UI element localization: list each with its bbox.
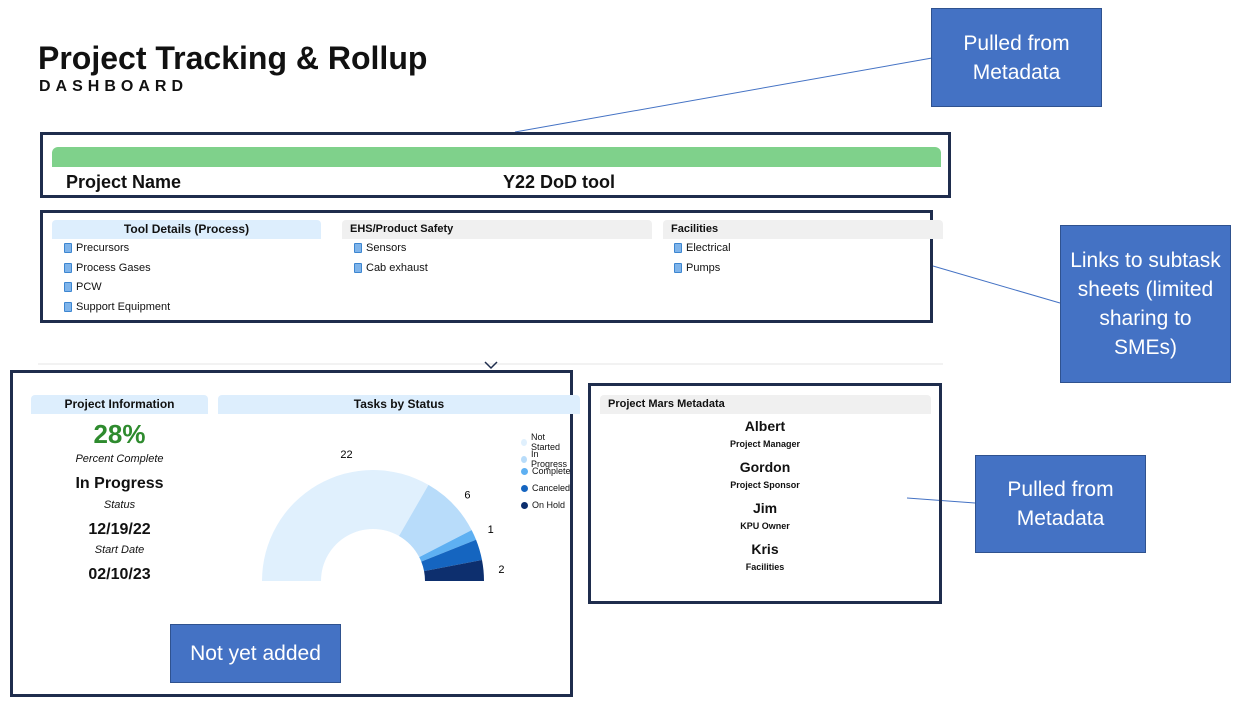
status-label: Status bbox=[103, 499, 136, 511]
slice-canceled[interactable] bbox=[421, 539, 482, 572]
link-label: Precursors bbox=[76, 242, 130, 254]
link-label: Cab exhaust bbox=[366, 262, 428, 274]
legend-item: Not Started bbox=[521, 432, 570, 452]
status-value: In Progress bbox=[75, 475, 164, 492]
legend-swatch bbox=[521, 438, 527, 446]
link-label: PCW bbox=[76, 281, 102, 293]
legend-item: On Hold bbox=[521, 500, 565, 510]
person-name: Kris bbox=[751, 541, 779, 557]
legend-item: In Progress bbox=[521, 449, 570, 469]
link-precursors[interactable]: Precursors bbox=[64, 242, 129, 254]
link-label: Pumps bbox=[686, 262, 721, 274]
callout-links-subtasks: Links to subtask sheets (limited sharing… bbox=[1060, 225, 1231, 383]
project-name-label: Project Name bbox=[66, 172, 182, 192]
callout-not-yet-added: Not yet added bbox=[170, 624, 341, 683]
person-name: Albert bbox=[744, 418, 786, 434]
link-label: Process Gases bbox=[76, 262, 151, 274]
legend-item: Canceled bbox=[521, 483, 570, 493]
callout-pulled-metadata: Pulled from Metadata bbox=[975, 455, 1146, 553]
person-role: KPU Owner bbox=[740, 521, 790, 531]
document-icon bbox=[64, 302, 72, 312]
slice-complete[interactable] bbox=[419, 530, 477, 562]
link-pcw[interactable]: PCW bbox=[64, 281, 102, 293]
start-date-value: 12/19/22 bbox=[88, 521, 151, 538]
section-header-ehs: EHS/Product Safety bbox=[342, 220, 652, 239]
project-info-panel: Project Information 28% Percent Complete… bbox=[10, 370, 580, 697]
legend-swatch bbox=[521, 455, 527, 463]
link-process-gases[interactable]: Process Gases bbox=[64, 262, 151, 274]
legend-item: Complete bbox=[521, 466, 571, 476]
chart-title: Tasks by Status bbox=[218, 395, 580, 414]
legend-swatch bbox=[521, 484, 528, 492]
slice-in-progress[interactable] bbox=[399, 484, 472, 558]
callout-pulled-metadata-top: Pulled from Metadata bbox=[931, 8, 1102, 107]
document-icon bbox=[64, 263, 72, 273]
link-label: Support Equipment bbox=[76, 301, 171, 313]
person-name: Jim bbox=[752, 500, 778, 516]
slice-on-hold[interactable] bbox=[424, 559, 484, 581]
section-header-tool-details: Tool Details (Process) bbox=[52, 220, 321, 239]
legend-label: Complete bbox=[532, 466, 571, 476]
end-date-value: 02/10/23 bbox=[88, 566, 151, 583]
subtask-links-panel: Tool Details (Process) Precursors Proces… bbox=[40, 210, 943, 323]
link-label: Sensors bbox=[366, 242, 407, 254]
project-color-bar bbox=[52, 147, 941, 167]
project-info-header: Project Information bbox=[31, 395, 208, 414]
legend-label: In Progress bbox=[530, 449, 567, 469]
data-label: 1 bbox=[488, 524, 494, 536]
project-name-panel: Project Name Y22 DoD tool bbox=[40, 132, 951, 198]
page-subtitle: DASHBOARD bbox=[39, 78, 188, 95]
tasks-by-status-chart: 22 6 1 2 bbox=[262, 449, 504, 581]
legend-label: Not Started bbox=[531, 432, 561, 452]
document-icon bbox=[354, 263, 362, 273]
metadata-header: Project Mars Metadata bbox=[600, 395, 931, 414]
percent-complete-value: 28% bbox=[93, 419, 146, 449]
link-electrical[interactable]: Electrical bbox=[674, 242, 731, 254]
slice-not-started[interactable] bbox=[262, 470, 429, 581]
link-label: Electrical bbox=[686, 242, 731, 254]
data-label: 6 bbox=[464, 490, 470, 502]
start-date-label: Start Date bbox=[94, 544, 145, 556]
legend-label: On Hold bbox=[532, 500, 566, 510]
data-label: 2 bbox=[498, 564, 504, 576]
person-role: Facilities bbox=[745, 562, 785, 572]
person-role: Project Manager bbox=[729, 439, 801, 449]
link-cab-exhaust[interactable]: Cab exhaust bbox=[354, 262, 428, 274]
legend-swatch bbox=[521, 501, 528, 509]
document-icon bbox=[64, 243, 72, 253]
percent-complete-label: Percent Complete bbox=[75, 453, 164, 465]
person-name: Gordon bbox=[739, 459, 791, 475]
document-icon bbox=[674, 263, 682, 273]
section-header-facilities: Facilities bbox=[663, 220, 943, 239]
legend-swatch bbox=[521, 467, 528, 475]
page-title: Project Tracking & Rollup bbox=[38, 40, 428, 76]
link-pumps[interactable]: Pumps bbox=[674, 262, 720, 274]
document-icon bbox=[354, 243, 362, 253]
data-label: 22 bbox=[340, 449, 352, 461]
link-support-equipment[interactable]: Support Equipment bbox=[64, 301, 170, 313]
project-name-value: Y22 DoD tool bbox=[503, 172, 616, 192]
document-icon bbox=[64, 282, 72, 292]
link-sensors[interactable]: Sensors bbox=[354, 242, 406, 254]
document-icon bbox=[674, 243, 682, 253]
legend-label: Canceled bbox=[532, 483, 571, 493]
person-role: Project Sponsor bbox=[730, 480, 800, 490]
